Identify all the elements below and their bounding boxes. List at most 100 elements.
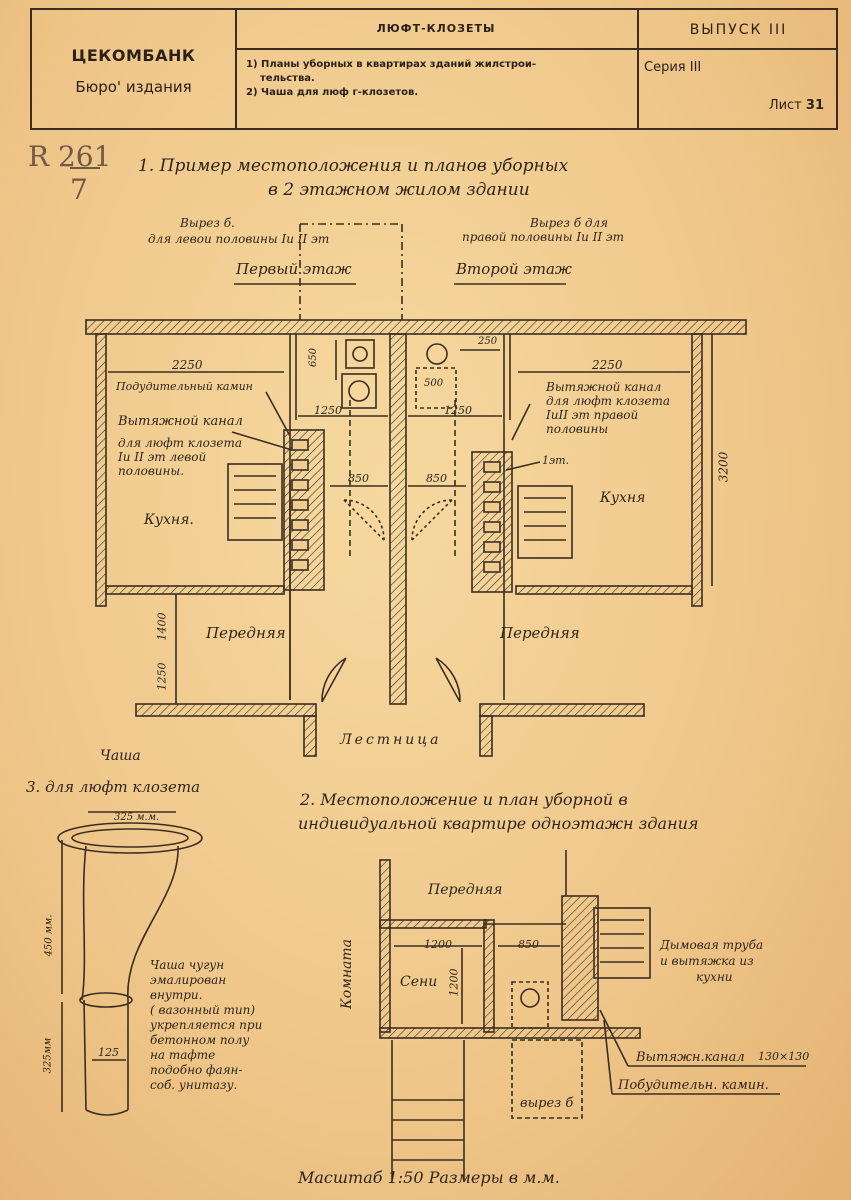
- room-label: Сени: [400, 974, 438, 990]
- dim-label: 500: [424, 378, 444, 389]
- sheet-title: ЛЮФТ-КЛОЗЕТЫ: [376, 22, 496, 35]
- annotation: Побудительн. камин.: [618, 1078, 769, 1093]
- dim-label: 325мм: [42, 1037, 54, 1074]
- bowl-flange: [57, 822, 203, 854]
- bottom-wall-right: [479, 703, 645, 717]
- bowl-heading: 3. для люфт клозета: [26, 778, 201, 796]
- dim-label: 1250: [444, 404, 472, 417]
- bowl-note-line: на тафте: [150, 1048, 216, 1062]
- annotation: и вытяжка из: [660, 954, 754, 968]
- bowl-note-line: подобно фаян-: [150, 1063, 243, 1077]
- plan2-title: 2. Местоположение и план уборной в: [300, 790, 628, 809]
- title-block: ЦЕКОМБАНК Бюро' издания ЛЮФТ-КЛОЗЕТЫ 1) …: [30, 8, 838, 130]
- sheet-number-value: 31: [805, 98, 824, 113]
- dim-label: 1250: [314, 404, 342, 417]
- annotation: Iu II эт левой: [118, 450, 207, 464]
- annotation: Вытяжной канал: [118, 414, 243, 429]
- bowl-note-line: Чаша чугун: [150, 958, 225, 972]
- title-block-divider: [235, 48, 836, 50]
- plan2-top-wall: [379, 919, 487, 929]
- sheet-subtitle: 1) Планы уборных в квартирах зданий жилс…: [246, 58, 631, 100]
- annotation: 1эт.: [542, 454, 570, 467]
- dim-label: 1200: [424, 938, 452, 951]
- subtitle-line: тельства.: [260, 73, 315, 84]
- plan2-stove: [593, 907, 651, 979]
- bowl-note-line: эмалирован: [150, 973, 227, 987]
- stair-wall-left: [303, 715, 317, 757]
- central-wall: [389, 333, 407, 705]
- dim-label: 2250: [172, 358, 203, 372]
- annotation: вырез б: [520, 1096, 574, 1111]
- left-wall: [95, 333, 107, 607]
- dim-label: 1250: [155, 662, 169, 691]
- plan1-subtitle: в 2 этажном жилом здании: [268, 180, 530, 200]
- dim-label: 850: [348, 472, 369, 485]
- subtitle-line: 1) Планы уборных в квартирах зданий жилс…: [246, 59, 536, 70]
- plan2-bottom-wall: [379, 1027, 641, 1039]
- annotation: кухни: [696, 970, 733, 984]
- room-label: Кухня.: [144, 512, 194, 528]
- bowl-body: [81, 845, 87, 1001]
- dim-label: 2250: [592, 358, 623, 372]
- room-label: Комната: [339, 938, 356, 1010]
- annotation: половины: [546, 422, 609, 436]
- plan2-left-wall: [379, 859, 391, 1033]
- subtitle-line: 2) Чаша для люф г-клозетов.: [246, 87, 419, 98]
- stove-right: [517, 485, 573, 559]
- bowl-note: Чаша чугун эмалирован внутри. ( вазонный…: [150, 958, 262, 1093]
- scale-note: Масштаб 1:50 Размеры в м.м.: [298, 1168, 560, 1187]
- bottom-wall-left: [135, 703, 317, 717]
- dim-label: 3200: [716, 451, 731, 483]
- room-label: Передняя: [428, 882, 503, 898]
- stair-wall-right: [479, 715, 493, 757]
- annotation: для люфт клозета: [118, 436, 243, 450]
- title-block-divider: [637, 10, 639, 128]
- bowl-note-line: укрепляется при: [150, 1018, 263, 1032]
- bowl-note-line: бетонном полу: [150, 1033, 250, 1047]
- sheet-number-label: Лист: [768, 98, 802, 113]
- kitchen-wall-left: [105, 585, 285, 595]
- bowl-heading: Чаша: [100, 748, 141, 764]
- floor2-label: Второй этаж: [456, 260, 572, 278]
- room-label: Лестница: [340, 732, 442, 748]
- sheet-number: Лист 31: [769, 98, 824, 113]
- top-wall: [85, 319, 747, 335]
- archive-stamp: R 261 7: [28, 140, 111, 206]
- annotation: 130×130: [758, 1050, 810, 1063]
- room-label: Передняя: [206, 624, 286, 642]
- bowl-note-line: соб. унитазу.: [150, 1078, 238, 1092]
- dim-label: 125: [98, 1046, 119, 1059]
- dim-label: 850: [426, 472, 447, 485]
- bowl-right: [426, 343, 448, 365]
- bowl-left: [348, 380, 370, 402]
- dim-label: 1200: [447, 968, 461, 997]
- bowl-note-line: ( вазонный тип): [150, 1003, 256, 1017]
- floor1-label: Первый этаж: [236, 260, 352, 278]
- annotation: Дымовая труба: [660, 938, 764, 952]
- room-label: Передняя: [500, 624, 580, 642]
- bureau-name: Бюро' издания: [75, 78, 192, 96]
- annotation: половины.: [118, 464, 185, 478]
- cut-left-label: для левои половины Iu II эт: [148, 232, 330, 246]
- room-label: Кухня: [600, 490, 646, 506]
- annotation: IuII эт правой: [546, 408, 639, 422]
- cut-left-label: Вырез б.: [180, 216, 235, 230]
- annotation: для люфт клозета: [546, 394, 671, 408]
- pipe-left: [345, 339, 375, 369]
- organization-name: ЦЕКОМБАНК: [71, 46, 196, 65]
- stove-left: [227, 463, 283, 541]
- annotation: Подудительный камин: [116, 380, 253, 393]
- annotation: Вытяжн.канал: [636, 1050, 745, 1065]
- series-label: Серия III: [644, 60, 702, 75]
- plan1-title: 1. Пример местоположения и планов уборны…: [138, 156, 569, 176]
- dim-label: 650: [308, 347, 320, 368]
- title-block-divider: [235, 10, 237, 128]
- dim-label: 1400: [155, 612, 169, 641]
- annotation: Вытяжной канал: [546, 380, 662, 394]
- dim-label: 325 м.м.: [114, 812, 160, 823]
- issue-number: ВЫПУСК III: [689, 22, 788, 38]
- right-wall: [691, 333, 703, 607]
- plan2-bowl: [520, 988, 540, 1008]
- cut-right-label: Вырез б для: [530, 216, 609, 230]
